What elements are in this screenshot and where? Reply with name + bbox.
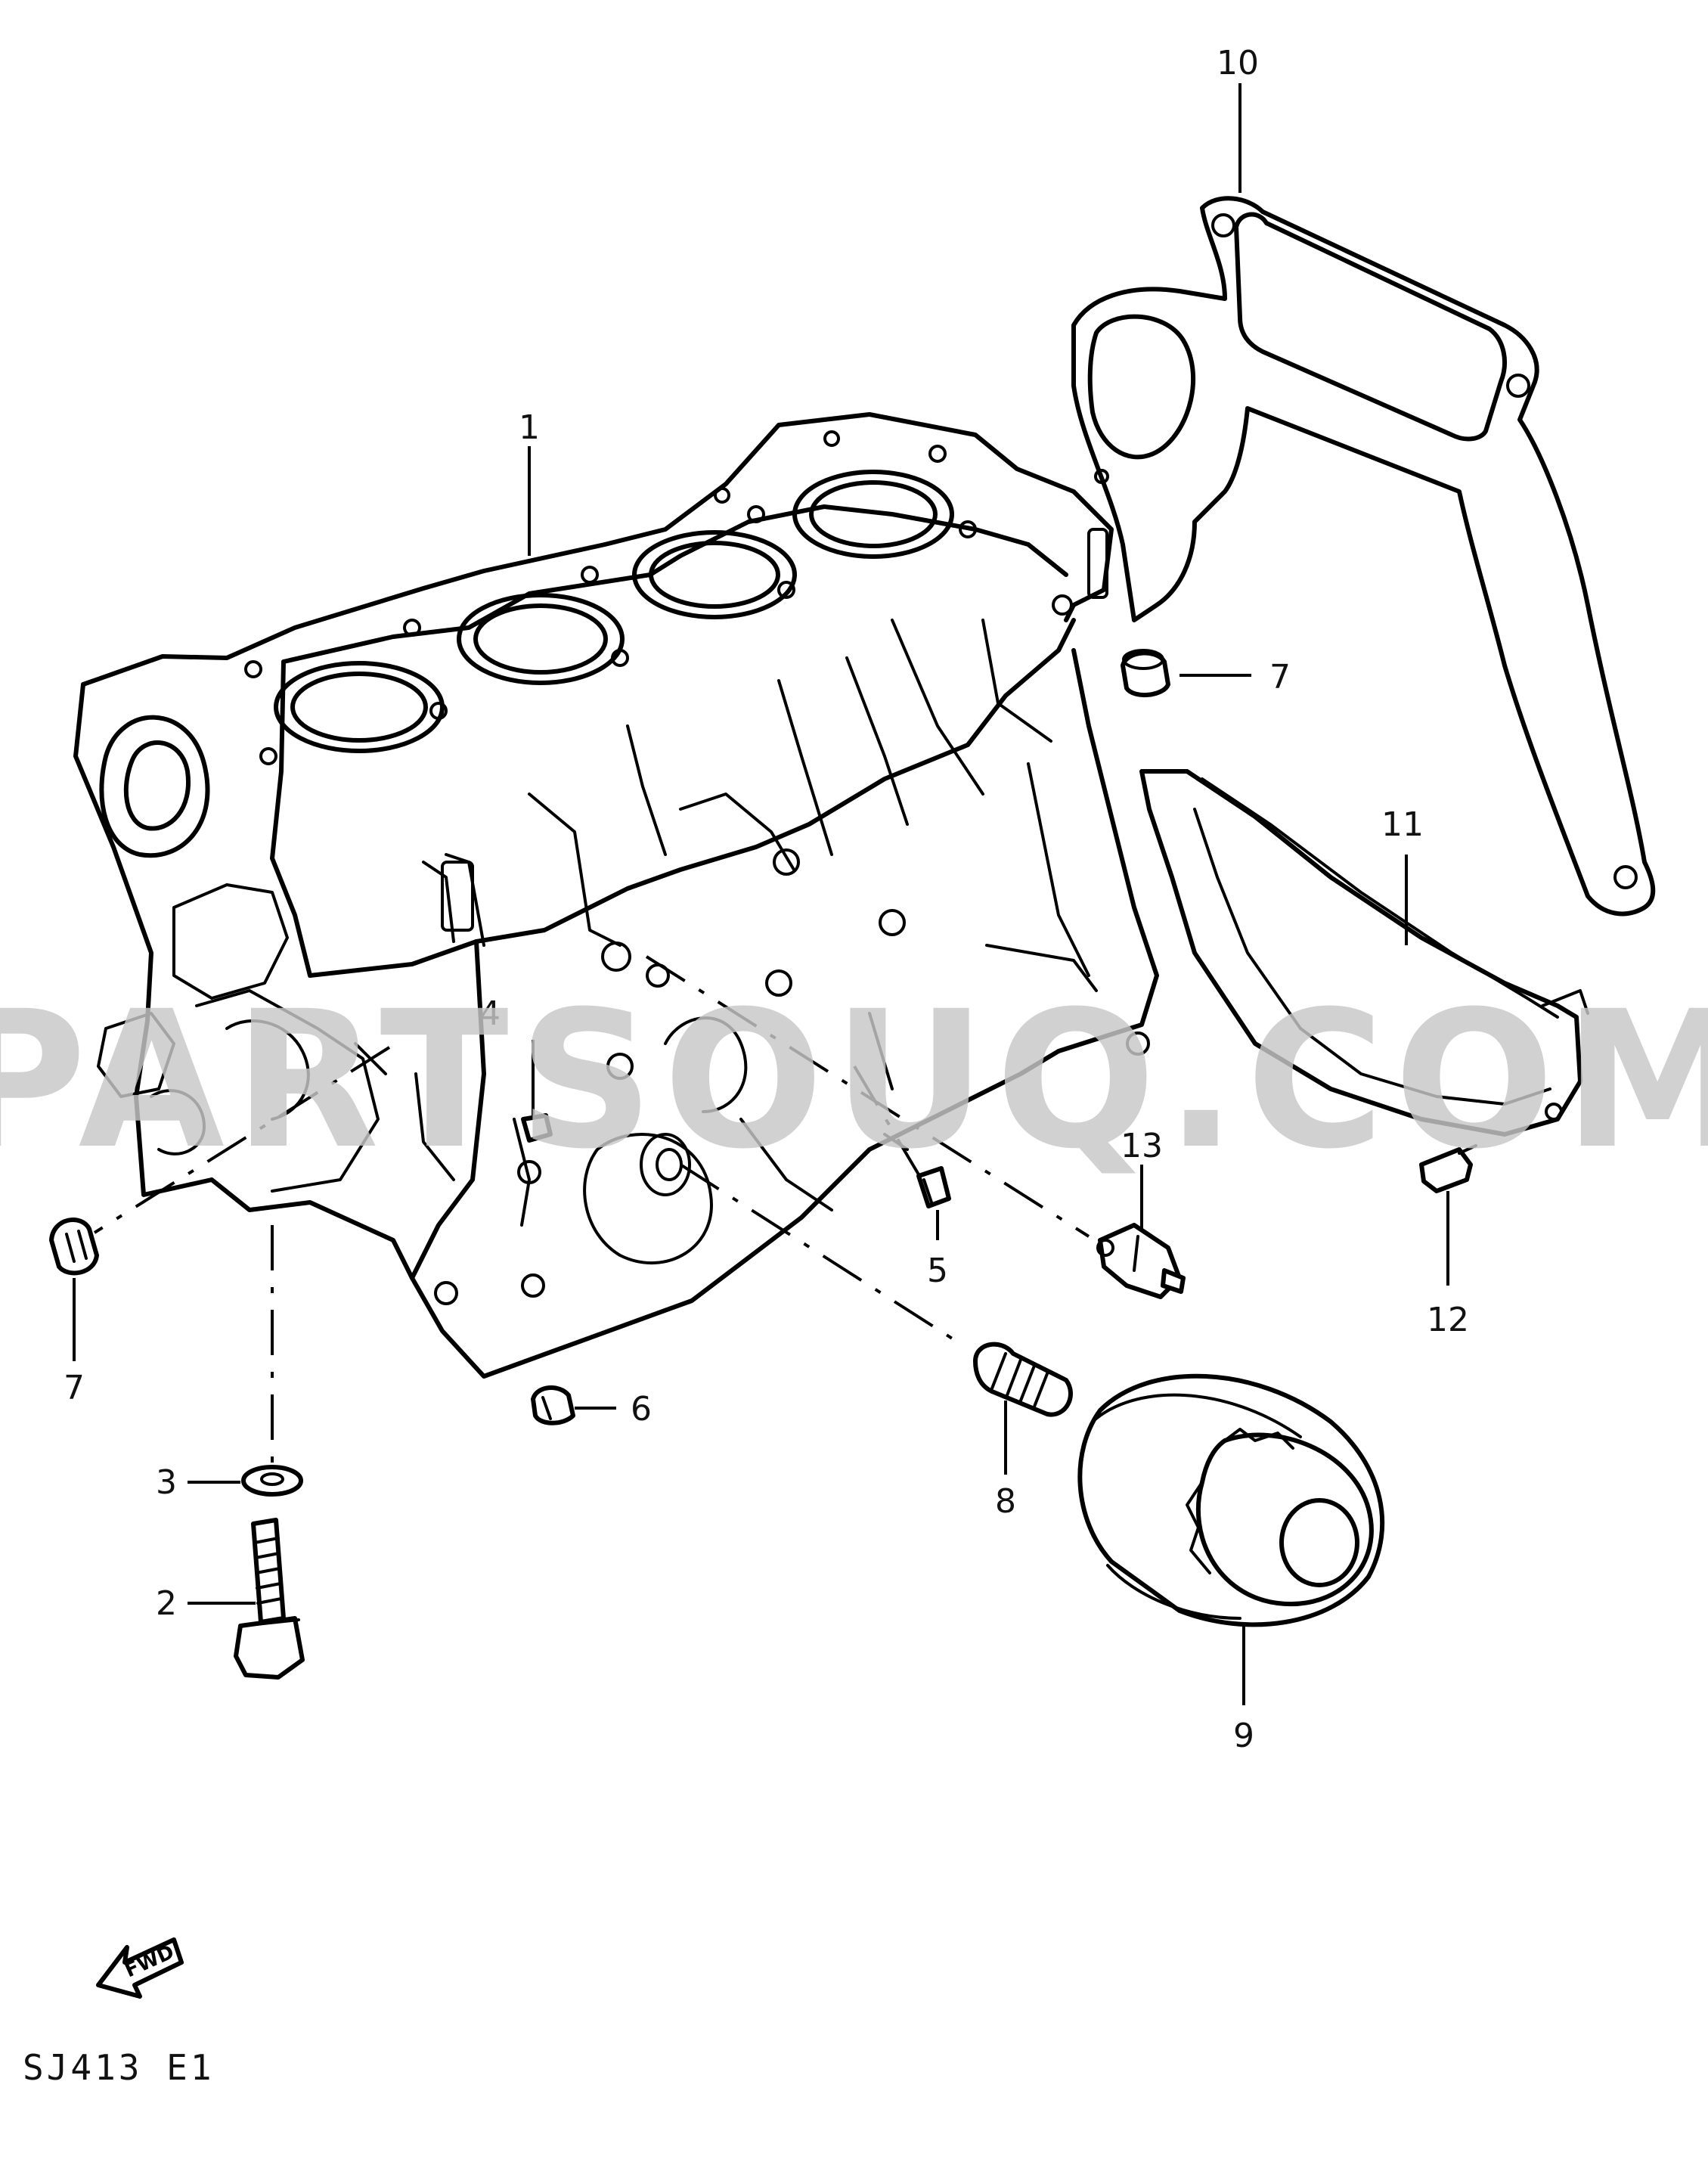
assembly-lines bbox=[93, 955, 1090, 1482]
plug-6[interactable] bbox=[531, 1385, 575, 1425]
oil-gallery-plug-right[interactable] bbox=[1121, 649, 1170, 698]
oil-pan-bolt[interactable] bbox=[234, 1518, 305, 1680]
oil-gallery-plug-left[interactable] bbox=[49, 1218, 99, 1276]
callout-2: 2 bbox=[156, 1584, 177, 1623]
washer[interactable] bbox=[241, 1465, 303, 1497]
callout-13: 13 bbox=[1121, 1127, 1163, 1165]
leader-lines bbox=[73, 83, 1449, 1705]
callout-1: 1 bbox=[519, 408, 540, 447]
plug-5[interactable] bbox=[916, 1166, 951, 1208]
diagram-code: SJ413 E1 bbox=[23, 2047, 215, 2088]
forward-direction-arrow-icon: FWD bbox=[96, 1937, 184, 1999]
callout-7-left: 7 bbox=[64, 1369, 85, 1407]
callout-6: 6 bbox=[631, 1390, 652, 1428]
callout-12: 12 bbox=[1427, 1301, 1469, 1339]
rear-gasket[interactable] bbox=[1071, 196, 1656, 917]
oil-filter-union[interactable] bbox=[973, 1342, 1073, 1417]
watermark: PARTSOUQ.COM bbox=[0, 970, 1708, 1190]
callout-8: 8 bbox=[995, 1482, 1016, 1521]
callout-3: 3 bbox=[156, 1463, 177, 1502]
baffle-bolt[interactable] bbox=[1419, 1144, 1477, 1193]
cylinder-block[interactable] bbox=[73, 412, 1159, 1379]
cap-4[interactable] bbox=[521, 1113, 553, 1143]
callout-labels: 1 2 3 4 5 6 7 7 8 9 10 11 12 13 bbox=[64, 44, 1469, 1755]
callout-10: 10 bbox=[1217, 44, 1259, 82]
callout-7-right: 7 bbox=[1269, 658, 1291, 696]
oil-pressure-switch[interactable] bbox=[1096, 1223, 1186, 1299]
callout-11: 11 bbox=[1381, 805, 1424, 844]
callout-9: 9 bbox=[1233, 1717, 1254, 1755]
callout-4: 4 bbox=[479, 994, 501, 1033]
oil-filter[interactable] bbox=[1077, 1373, 1385, 1627]
callout-5: 5 bbox=[927, 1252, 948, 1290]
